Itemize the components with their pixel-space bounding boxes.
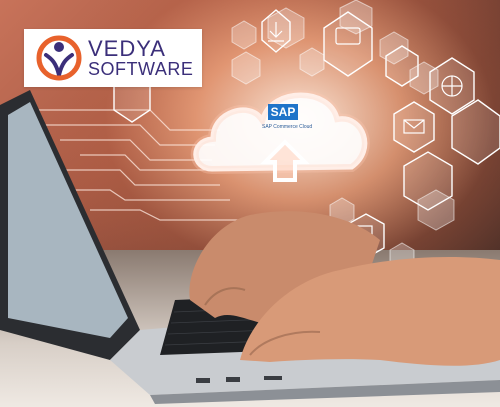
- hands: [189, 211, 500, 366]
- vedya-logo-mark-icon: [36, 35, 82, 81]
- logo-wordmark: VEDYA: [88, 36, 166, 61]
- cloud-network-icon: [451, 99, 500, 165]
- vedya-logo[interactable]: VEDYA SOFTWARE: [24, 29, 202, 87]
- cloud-group-icon: [403, 151, 453, 211]
- logo-subtext: SOFTWARE: [88, 59, 194, 79]
- circuit-lines: [20, 109, 240, 221]
- upload-arrow-icon: [260, 139, 310, 182]
- network-icon: [385, 45, 419, 87]
- cloud-shape: [190, 90, 370, 175]
- sap-logo: SAP: [268, 104, 298, 120]
- sap-commerce-cloud-label: SAP Commerce Cloud: [262, 124, 313, 130]
- mail-icon: [393, 101, 435, 153]
